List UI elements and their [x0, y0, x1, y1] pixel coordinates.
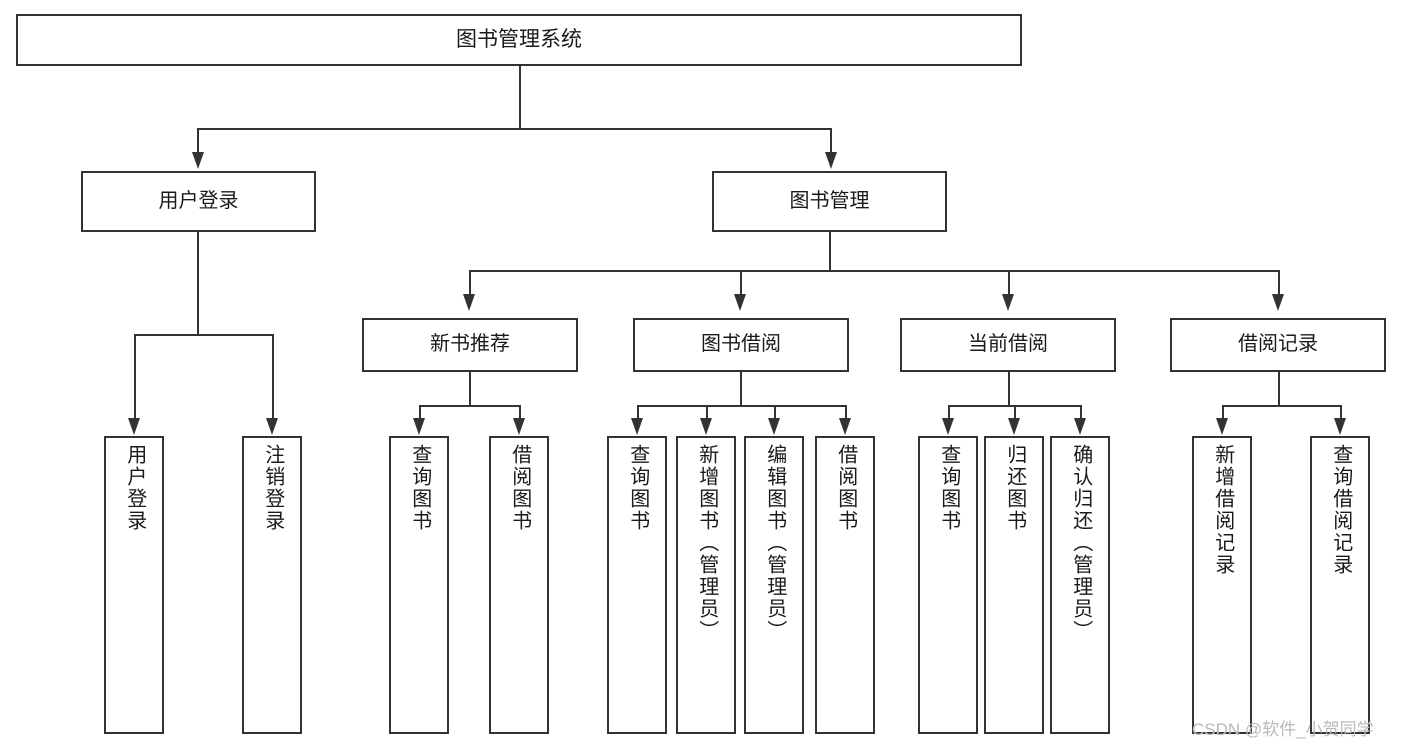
connector-borrow-record-child-1 — [1222, 405, 1224, 420]
connector-current-borrow-stem — [1008, 372, 1010, 405]
leaf-return-book-label: 归还图书 — [1003, 444, 1026, 532]
connector-root-bar — [197, 128, 831, 130]
connector-level3-drop-3 — [1008, 270, 1010, 296]
leaf-query-borrow-record-label: 查询借阅记录 — [1329, 444, 1352, 576]
leaf-edit-book-admin[interactable]: 编辑图书（管理员） — [744, 436, 804, 734]
node-book-manage-label: 图书管理 — [789, 189, 870, 212]
node-book-borrow-label: 图书借阅 — [701, 333, 781, 356]
leaf-logout[interactable]: 注销登录 — [242, 436, 302, 734]
arrowhead-to-new-book-rec — [463, 294, 475, 311]
connector-root-to-level2-left — [197, 128, 199, 154]
node-root-label: 图书管理系统 — [456, 27, 582, 51]
arrowhead-leaf-12 — [1216, 418, 1228, 435]
connector-book-borrow-child-1 — [637, 405, 639, 420]
leaf-confirm-return-admin-label: 确认归还（管理员） — [1069, 444, 1092, 642]
node-current-borrow[interactable]: 当前借阅 — [900, 318, 1116, 372]
arrowhead-leaf-5 — [631, 418, 643, 435]
connector-current-borrow-child-1 — [948, 405, 950, 420]
node-user-login-label: 用户登录 — [158, 189, 239, 212]
node-new-book-recommend-label: 新书推荐 — [430, 333, 510, 356]
leaf-query-book-rec[interactable]: 查询图书 — [389, 436, 449, 734]
arrowhead-leaf-13 — [1334, 418, 1346, 435]
leaf-add-book-admin-label: 新增图书（管理员） — [695, 444, 718, 642]
watermark: CSDN @软件_小贺同学 — [1192, 720, 1374, 739]
connector-book-borrow-child-3 — [774, 405, 776, 420]
connector-new-book-rec-child-2 — [519, 405, 521, 420]
node-root[interactable]: 图书管理系统 — [16, 14, 1022, 66]
connector-book-manage-bar — [469, 270, 1279, 272]
leaf-query-book-current[interactable]: 查询图书 — [918, 436, 978, 734]
arrowhead-leaf-2 — [266, 418, 278, 435]
node-borrow-record-label: 借阅记录 — [1238, 333, 1318, 356]
connector-root-stem — [519, 66, 521, 128]
leaf-borrow-book[interactable]: 借阅图书 — [815, 436, 875, 734]
leaf-edit-book-admin-label: 编辑图书（管理员） — [763, 444, 786, 642]
arrowhead-leaf-11 — [1074, 418, 1086, 435]
connector-book-manage-stem — [829, 232, 831, 270]
arrowhead-leaf-1 — [128, 418, 140, 435]
arrowhead-to-book-manage — [825, 152, 837, 169]
arrowhead-to-book-borrow — [734, 294, 746, 311]
connector-book-borrow-child-4 — [845, 405, 847, 420]
connector-new-book-rec-stem — [469, 372, 471, 405]
leaf-add-book-admin[interactable]: 新增图书（管理员） — [676, 436, 736, 734]
leaf-user-login[interactable]: 用户登录 — [104, 436, 164, 734]
connector-borrow-record-bar — [1222, 405, 1340, 407]
leaf-query-book-borrow-label: 查询图书 — [626, 444, 649, 532]
connector-current-borrow-child-2 — [1014, 405, 1016, 420]
leaf-query-book-borrow[interactable]: 查询图书 — [607, 436, 667, 734]
connector-user-login-child-1 — [134, 334, 136, 420]
leaf-add-borrow-record-label: 新增借阅记录 — [1211, 444, 1234, 576]
arrowhead-leaf-6 — [700, 418, 712, 435]
leaf-logout-label: 注销登录 — [261, 444, 284, 532]
connector-level3-drop-4 — [1278, 270, 1280, 296]
connector-borrow-record-child-2 — [1340, 405, 1342, 420]
node-current-borrow-label: 当前借阅 — [968, 333, 1048, 356]
arrowhead-to-borrow-record — [1272, 294, 1284, 311]
leaf-confirm-return-admin[interactable]: 确认归还（管理员） — [1050, 436, 1110, 734]
leaf-borrow-book-rec-label: 借阅图书 — [508, 444, 531, 532]
leaf-query-book-rec-label: 查询图书 — [408, 444, 431, 532]
node-book-manage[interactable]: 图书管理 — [712, 171, 947, 232]
node-book-borrow[interactable]: 图书借阅 — [633, 318, 849, 372]
leaf-user-login-label: 用户登录 — [123, 444, 146, 532]
node-new-book-recommend[interactable]: 新书推荐 — [362, 318, 578, 372]
leaf-add-borrow-record[interactable]: 新增借阅记录 — [1192, 436, 1252, 734]
node-user-login[interactable]: 用户登录 — [81, 171, 316, 232]
connector-borrow-record-stem — [1278, 372, 1280, 405]
arrowhead-to-current-borrow — [1002, 294, 1014, 311]
leaf-query-book-current-label: 查询图书 — [937, 444, 960, 532]
leaf-query-borrow-record[interactable]: 查询借阅记录 — [1310, 436, 1370, 734]
arrowhead-leaf-8 — [839, 418, 851, 435]
connector-current-borrow-child-3 — [1080, 405, 1082, 420]
connector-user-login-child-2 — [272, 334, 274, 420]
arrowhead-leaf-9 — [942, 418, 954, 435]
node-borrow-record[interactable]: 借阅记录 — [1170, 318, 1386, 372]
arrowhead-leaf-4 — [513, 418, 525, 435]
connector-user-login-stem — [197, 232, 199, 334]
leaf-borrow-book-rec[interactable]: 借阅图书 — [489, 436, 549, 734]
connector-new-book-rec-bar — [419, 405, 520, 407]
connector-user-login-bar — [134, 334, 272, 336]
connector-root-to-level2-right — [830, 128, 832, 154]
arrowhead-to-user-login — [192, 152, 204, 169]
connector-book-borrow-stem — [740, 372, 742, 405]
arrowhead-leaf-10 — [1008, 418, 1020, 435]
leaf-return-book[interactable]: 归还图书 — [984, 436, 1044, 734]
connector-book-borrow-child-2 — [706, 405, 708, 420]
connector-new-book-rec-child-1 — [419, 405, 421, 420]
connector-level3-drop-2 — [740, 270, 742, 296]
arrowhead-leaf-3 — [413, 418, 425, 435]
connector-level3-drop-1 — [469, 270, 471, 296]
connector-book-borrow-bar — [637, 405, 845, 407]
leaf-borrow-book-label: 借阅图书 — [834, 444, 857, 532]
arrowhead-leaf-7 — [768, 418, 780, 435]
